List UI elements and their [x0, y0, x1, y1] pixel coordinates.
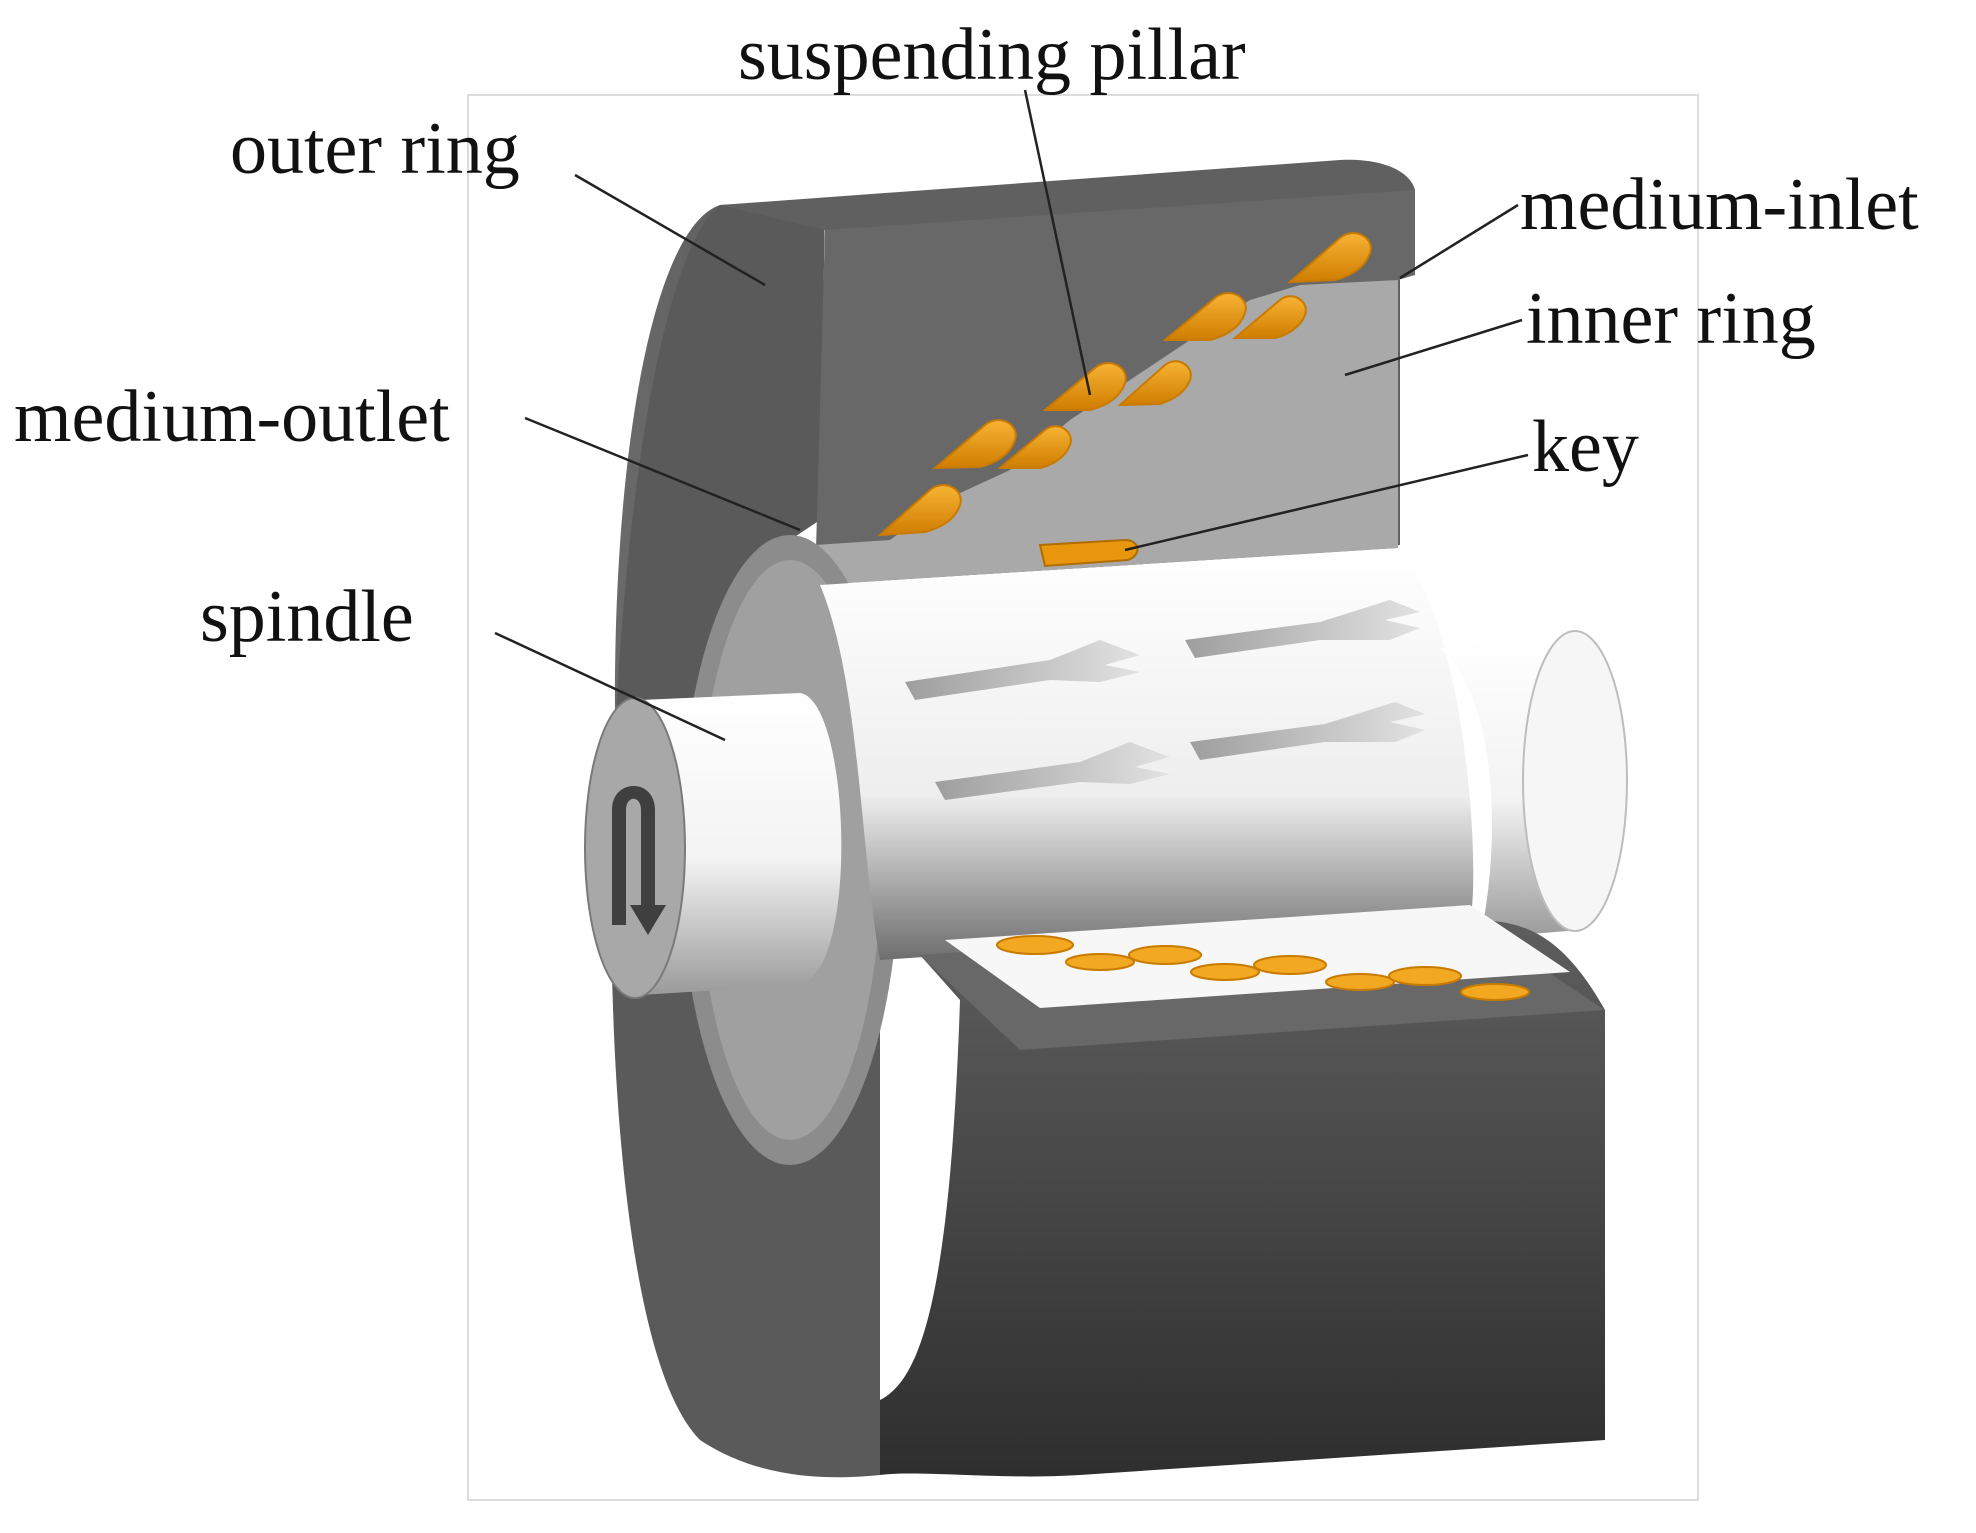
outer-ring-bottom-block: [880, 920, 1605, 1477]
label-key: key: [1532, 406, 1639, 488]
pillar: [1460, 983, 1530, 1001]
pillar: [1042, 362, 1127, 411]
pillar: [1162, 292, 1247, 341]
label-medium-outlet: medium-outlet: [14, 376, 450, 458]
pillar: [1190, 963, 1260, 981]
flow-arrow-icon: [935, 742, 1170, 800]
suspending-pillars-lower: [996, 935, 1530, 1001]
spindle-end-face: [584, 697, 686, 999]
label-suspending-pillar: suspending pillar: [738, 14, 1246, 96]
flow-arrow-icon: [1185, 600, 1420, 658]
pillar: [1253, 955, 1327, 975]
leader-key: [1124, 453, 1529, 552]
pillar: [1325, 973, 1395, 991]
key: [1038, 538, 1139, 568]
label-inner-ring: inner ring: [1526, 278, 1816, 360]
spindle-body: [640, 693, 842, 995]
pillar: [996, 935, 1074, 955]
leader-medium-inlet: [1399, 203, 1519, 280]
label-outer-ring: outer ring: [230, 108, 520, 190]
label-medium-inlet: medium-inlet: [1520, 164, 1919, 246]
pillar: [1232, 295, 1307, 339]
pillar: [1287, 232, 1372, 284]
pillar: [1065, 953, 1135, 971]
flow-arrow-icon: [1190, 702, 1425, 760]
flow-arrows: [905, 600, 1425, 800]
pillar: [1117, 360, 1192, 407]
pillar: [1128, 945, 1202, 965]
shaft-extension-end: [1522, 630, 1628, 932]
rotation-arrow-icon: [612, 786, 666, 935]
figure-frame: [467, 94, 1699, 1501]
pillar: [932, 419, 1017, 470]
inner-ring-upper: [815, 280, 1398, 585]
leader-lines: [494, 89, 1529, 742]
flow-arrow-icon: [905, 640, 1140, 700]
pillar: [877, 484, 962, 537]
leader-suspending-pillar: [1023, 89, 1092, 396]
leader-inner-ring: [1344, 318, 1523, 377]
pillar: [1388, 966, 1462, 986]
label-spindle: spindle: [200, 576, 414, 658]
leader-medium-outlet: [524, 416, 801, 532]
leader-spindle: [494, 631, 726, 742]
suspending-pillars-upper: [877, 232, 1372, 537]
pillar: [997, 425, 1072, 469]
leader-outer-ring: [574, 173, 766, 287]
